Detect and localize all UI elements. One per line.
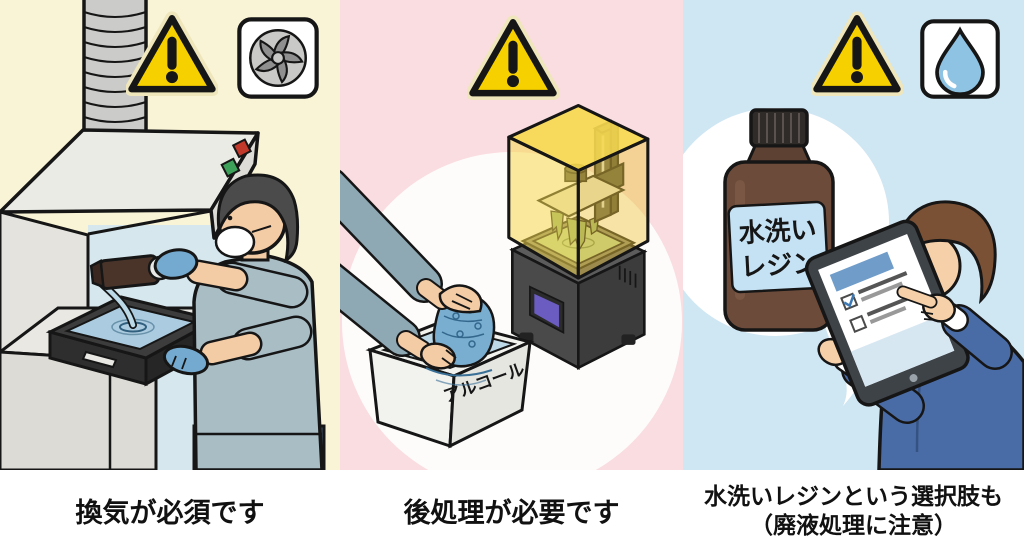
caption-water-washable: 水洗いレジンという選択肢も （廃液処理に注意） <box>683 482 1024 540</box>
home-button <box>909 374 918 383</box>
pouring-arm <box>185 259 309 309</box>
hood-buttons <box>220 138 253 178</box>
mask-strap <box>251 225 272 233</box>
steadying-arm <box>162 315 313 376</box>
tablet <box>804 219 970 407</box>
caption-water-washable-line2: （廃液処理に注意） <box>750 511 957 538</box>
red-button <box>231 138 253 159</box>
caption-post-processing: 後処理が必要です <box>403 498 620 528</box>
panel-water-washable: 水洗い レジン <box>683 0 1024 470</box>
green-button <box>220 157 241 178</box>
checklist-row-2 <box>849 294 915 333</box>
tray-handle <box>81 350 118 369</box>
bottle-label: 水洗い レジン <box>727 200 830 294</box>
panel-row: アルコール <box>0 0 1024 470</box>
bottle-label-line1: 水洗い <box>738 214 817 248</box>
hand-bottom <box>420 342 457 370</box>
checklist-row-1 <box>840 271 908 311</box>
user <box>804 200 1024 470</box>
index-finger <box>898 287 936 307</box>
water-drop-icon <box>922 21 997 96</box>
hand-top <box>438 284 483 314</box>
glove-right <box>153 248 199 280</box>
wash-ripple-2 <box>435 379 487 386</box>
panel-post-processing: アルコール <box>340 0 683 470</box>
panel-ventilation <box>0 0 340 470</box>
printer-foot <box>621 334 636 345</box>
exhaust-fan-icon <box>239 19 316 96</box>
pointing-arm <box>896 285 1013 370</box>
hood-opening-edge <box>87 209 212 236</box>
hair <box>895 200 997 305</box>
caption-row: 換気が必須です 後処理が必要です 水洗いレジンという選択肢も （廃液処理に注意） <box>0 470 1024 559</box>
tablet-screen-footer <box>851 315 955 387</box>
hair <box>216 173 300 264</box>
caption-ventilation: 換気が必須です <box>75 498 265 528</box>
wash-ripple <box>425 367 493 377</box>
sla-printer <box>507 103 650 370</box>
resin-bottle: 水洗い レジン <box>723 108 835 332</box>
resin-pour-bottle <box>89 254 161 290</box>
washing-arms <box>340 169 483 370</box>
screen-header-bar <box>829 251 895 292</box>
operator <box>89 173 326 470</box>
eye <box>227 215 233 221</box>
face-mask <box>214 225 256 259</box>
touchscreen <box>534 293 559 328</box>
exhaust-duct <box>82 0 148 136</box>
caption-water-washable-line1: 水洗いレジンという選択肢も <box>704 482 1003 509</box>
uv-cover <box>507 103 650 280</box>
